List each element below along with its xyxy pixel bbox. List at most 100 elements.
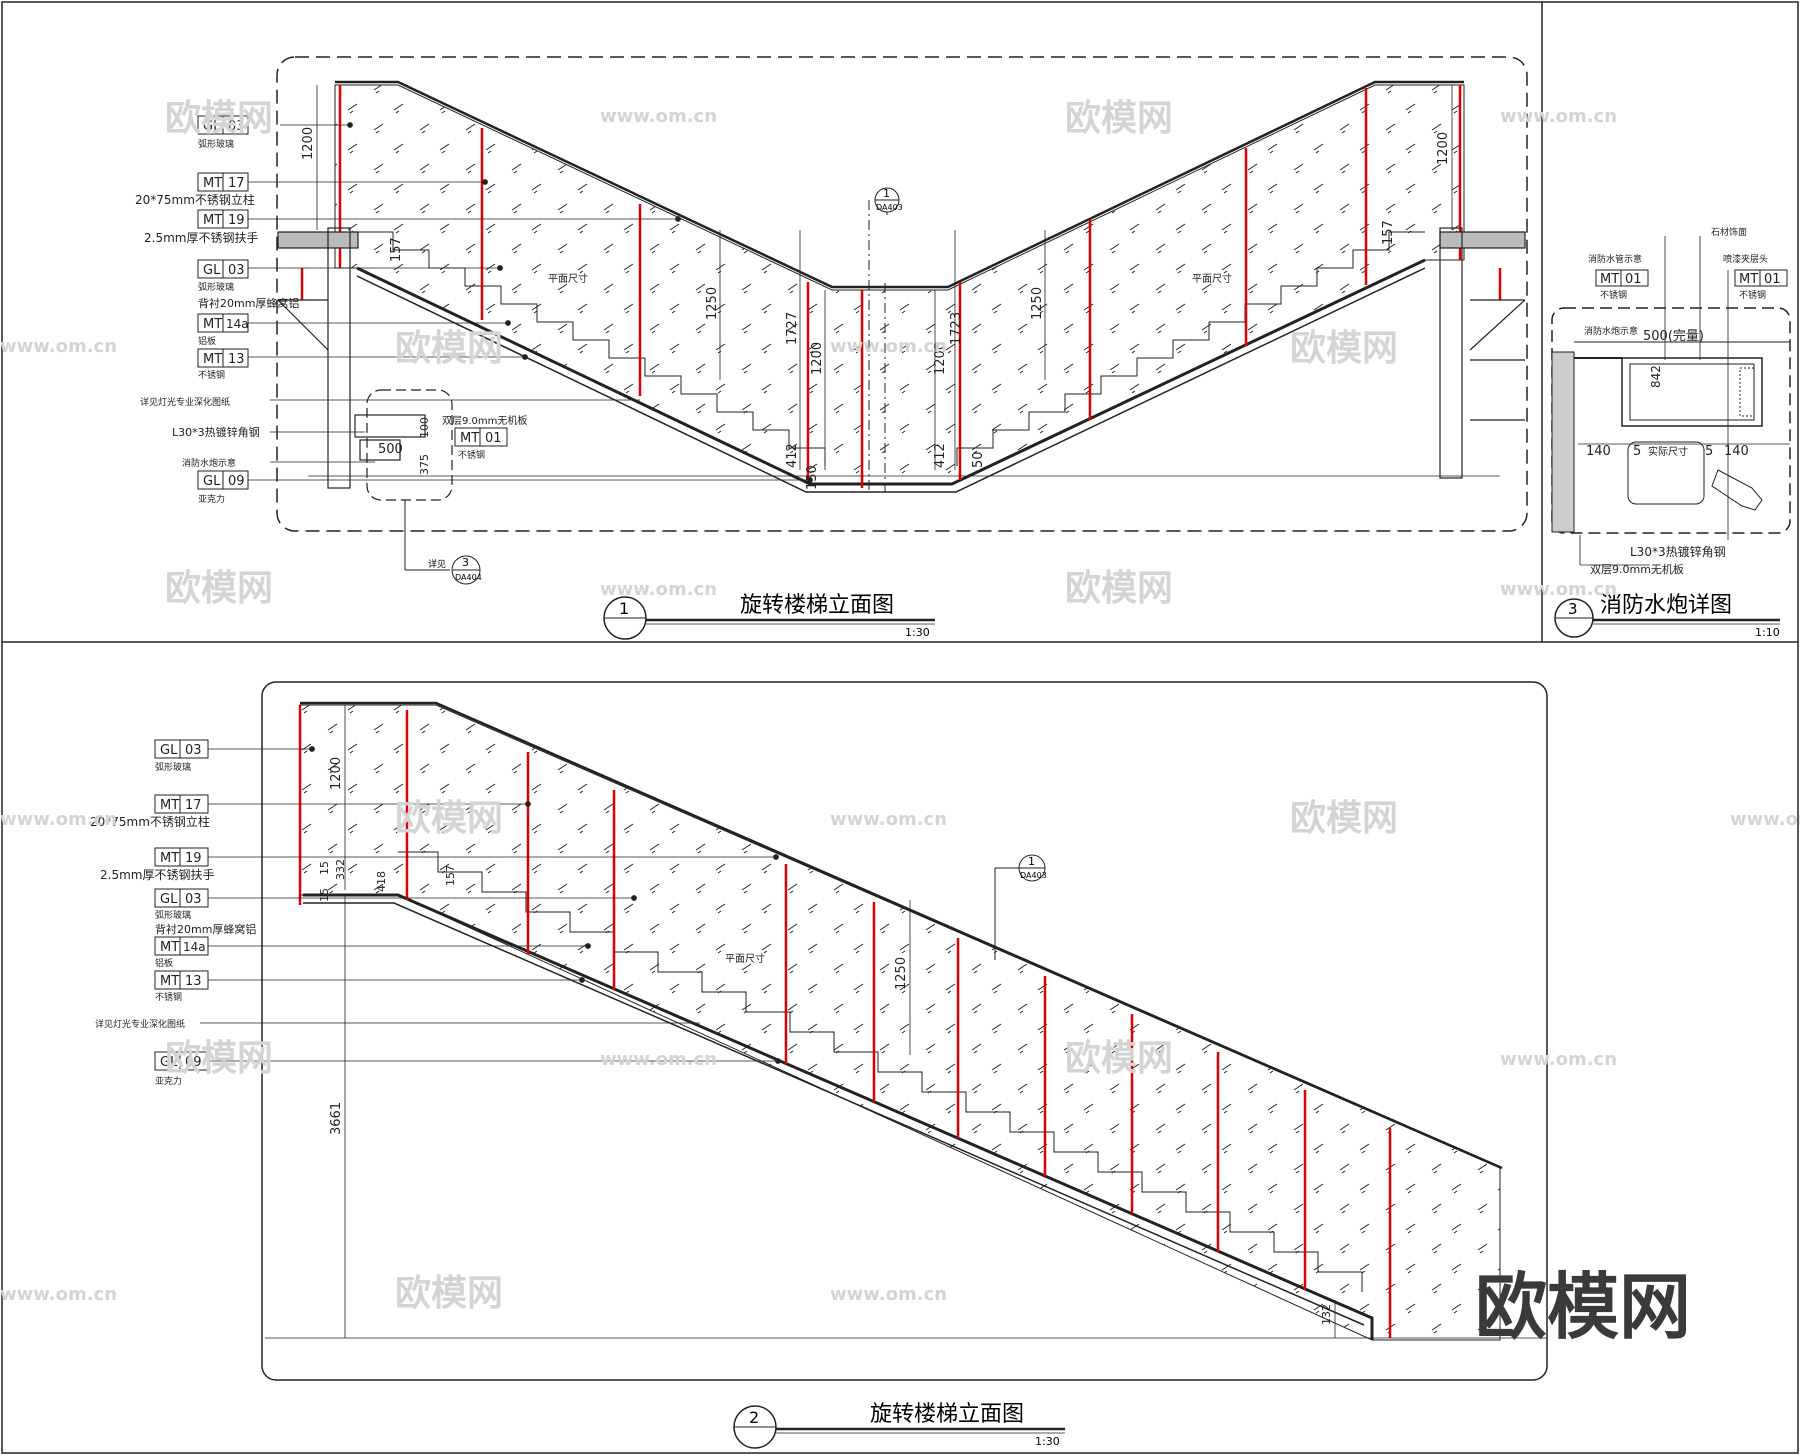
d3-bottom-label: 双层9.0mm无机板 <box>1590 562 1684 576</box>
svg-text:DA403: DA403 <box>876 203 903 212</box>
d3-dim: 500(完量) <box>1643 329 1704 344</box>
svg-text:01: 01 <box>485 431 502 446</box>
tag-mt-19: MT 19 2.5mm厚不锈钢扶手 <box>144 209 258 245</box>
d3-label: 喷漆夹层头 <box>1723 253 1768 265</box>
drawing-1-title: 1 旋转楼梯立面图 1:30 <box>603 593 935 640</box>
drawing-2-scale: 1:30 <box>1035 1435 1060 1448</box>
section-callout-2: 1 DA403 <box>994 854 1047 960</box>
svg-text:MT: MT <box>1600 272 1619 287</box>
dim-text: 100 <box>418 417 431 438</box>
svg-text:09: 09 <box>228 474 245 489</box>
svg-text:03: 03 <box>185 892 202 907</box>
svg-text:19: 19 <box>228 213 245 228</box>
watermark-url: www.om.cn <box>0 336 117 357</box>
dim-text: 1723 <box>949 312 964 345</box>
watermark-logo: 欧模网 <box>165 568 273 609</box>
watermark-logo: 欧模网 <box>395 328 503 369</box>
watermark-url: www.om.cn <box>0 1284 117 1305</box>
dim-text: 平面尺寸 <box>725 952 765 965</box>
tag2-gl-03-b: GL 03 弧形玻璃 <box>154 888 209 921</box>
watermark-url: www.om.cn <box>600 1049 717 1070</box>
svg-text:不锈钢: 不锈钢 <box>458 449 485 461</box>
svg-text:MT: MT <box>160 851 179 866</box>
drawing-2: 1200 15 332 15 418 157 1250 3661 132 平面尺… <box>90 681 1548 1449</box>
svg-text:1: 1 <box>619 599 629 618</box>
section-callout-top-1: 1 DA403 <box>874 187 903 215</box>
dimension-lines-1 <box>308 85 1500 477</box>
d3-dim: 140 <box>1586 444 1611 459</box>
note-angle-steel: L30*3热镀锌角钢 <box>172 425 260 439</box>
svg-text:铝板: 铝板 <box>155 957 173 969</box>
drawing-1-title-text: 旋转楼梯立面图 <box>740 593 894 618</box>
note-lighting: 详见灯光专业深化图纸 <box>140 396 230 408</box>
svg-text:背衬20mm厚蜂窝铝: 背衬20mm厚蜂窝铝 <box>198 296 299 310</box>
svg-text:铝板: 铝板 <box>198 335 216 347</box>
dim-text: 50 <box>971 451 986 468</box>
watermark-logo: 欧模网 <box>1065 1038 1173 1079</box>
d3-dim: 5 <box>1705 444 1713 459</box>
dim-text: 132 <box>1320 1304 1333 1325</box>
dim-text: 平面尺寸 <box>548 272 588 285</box>
svg-text:19: 19 <box>185 851 202 866</box>
svg-text:03: 03 <box>185 743 202 758</box>
svg-text:20*75mm不锈钢立柱: 20*75mm不锈钢立柱 <box>135 192 255 207</box>
dim-text: 1200 <box>329 757 344 790</box>
d3-dim: 实际尺寸 <box>1648 445 1688 458</box>
stringer-2 <box>303 893 1374 1340</box>
svg-text:弧形玻璃: 弧形玻璃 <box>198 281 234 293</box>
drawing-1: 1200 157 1250 1727 1200 412 150 1723 120… <box>135 56 1528 640</box>
watermark-url: www.om.cn <box>1500 579 1617 600</box>
dim-text: 1200 <box>810 342 825 375</box>
svg-text:2: 2 <box>749 1408 759 1427</box>
svg-text:2.5mm厚不锈钢扶手: 2.5mm厚不锈钢扶手 <box>100 867 214 882</box>
svg-text:3: 3 <box>1568 600 1578 618</box>
detail-callout-bottom-1: 3 DA404 详见 <box>404 500 482 585</box>
dim-text: 1250 <box>705 287 720 320</box>
dim-text: 157 <box>444 865 457 886</box>
watermark-logo: 欧模网 <box>165 98 273 139</box>
svg-text:MT: MT <box>203 352 222 367</box>
svg-text:13: 13 <box>228 352 245 367</box>
svg-text:2.5mm厚不锈钢扶手: 2.5mm厚不锈钢扶手 <box>144 230 258 245</box>
dim-text: 1250 <box>1030 287 1045 320</box>
leader-lines-1 <box>248 122 813 483</box>
steps-2 <box>398 851 1363 1292</box>
svg-text:MT: MT <box>203 317 222 332</box>
drawing-2-title: 2 旋转楼梯立面图 1:30 <box>733 1402 1065 1449</box>
watermark-url: www.om.cn <box>600 579 717 600</box>
watermark-url: www.om.cn <box>830 1284 947 1305</box>
svg-text:17: 17 <box>185 798 202 813</box>
dim-text: 15 <box>318 861 331 875</box>
svg-text:01: 01 <box>1625 272 1642 287</box>
svg-text:MT: MT <box>160 974 179 989</box>
d3-label: 消防水炮示意 <box>1584 325 1638 337</box>
dim-text: 500 <box>378 442 403 457</box>
svg-text:弧形玻璃: 弧形玻璃 <box>155 909 191 921</box>
svg-text:GL: GL <box>160 743 178 758</box>
watermark-logo: 欧模网 <box>1065 98 1173 139</box>
note2-lighting: 详见灯光专业深化图纸 <box>95 1018 185 1030</box>
svg-text:1: 1 <box>1028 855 1035 868</box>
svg-text:GL: GL <box>160 892 178 907</box>
svg-text:亚克力: 亚克力 <box>198 493 225 505</box>
svg-text:MT: MT <box>160 798 179 813</box>
right-wall-structure-1 <box>1439 227 1526 479</box>
svg-text:03: 03 <box>228 119 245 134</box>
svg-text:双层9.0mm无机板: 双层9.0mm无机板 <box>442 414 527 427</box>
watermark-url: www.om.cn <box>1500 1049 1617 1070</box>
handrail-1 <box>335 80 1464 289</box>
svg-text:不锈钢: 不锈钢 <box>1739 289 1766 301</box>
d3-bottom-label: L30*3热镀锌角钢 <box>1630 545 1726 559</box>
dim-text: 15 <box>318 888 331 902</box>
watermark-url: www.om.cn <box>600 106 717 127</box>
svg-text:MT: MT <box>203 213 222 228</box>
svg-text:14a: 14a <box>183 940 206 954</box>
leader-lines-2 <box>200 746 781 1064</box>
